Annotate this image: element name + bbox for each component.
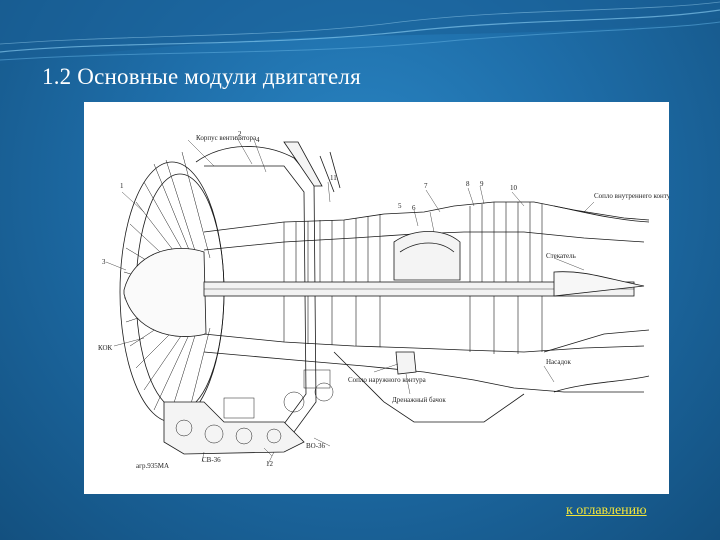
engine-drawing: Корпус вентилятора КОК Сопло внутреннего…: [98, 130, 669, 470]
label-n12: 12: [266, 460, 274, 468]
label-n3: 3: [102, 258, 106, 266]
label-n4: 4: [256, 136, 260, 144]
label-n9: 9: [480, 180, 484, 188]
drain-tank: [395, 351, 417, 375]
table-of-contents-link[interactable]: к оглавлению: [566, 503, 647, 518]
core-casing-bottom: [203, 333, 645, 353]
spinner-cone: [123, 248, 207, 337]
combustor: [393, 231, 461, 281]
label-unit-vo: ВО-36: [306, 442, 326, 450]
label-drain-tank: Дренажный бачок: [392, 396, 446, 404]
compressor-stages: [283, 214, 381, 347]
label-inner-nozzle: Сопло внутреннего контура: [594, 192, 669, 200]
inner-nozzle: [553, 205, 650, 223]
core-casing-top: [203, 201, 650, 233]
label-n6: 6: [412, 204, 416, 212]
label-n2: 2: [238, 130, 242, 138]
label-nozzle-attachment: Насадок: [546, 358, 572, 366]
label-unit-sv: СВ-36: [202, 456, 221, 464]
label-unit-agr: агр.935МА: [136, 462, 169, 470]
engine-cross-section-diagram: Корпус вентилятора КОК Сопло внутреннего…: [84, 102, 669, 494]
turbine-stages: [469, 202, 543, 354]
label-n10: 10: [510, 184, 518, 192]
tail-cone: [553, 271, 645, 297]
label-n11: 11: [330, 174, 337, 182]
label-n5: 5: [398, 202, 402, 210]
slide-title: 1.2 Основные модули двигателя: [42, 64, 361, 89]
label-tail-cone: Стекатель: [546, 252, 576, 260]
outer-nozzle: [333, 351, 525, 423]
accessory-gearbox: [163, 401, 305, 455]
label-n7: 7: [424, 182, 428, 190]
label-outer-nozzle: Сопло наружного контура: [348, 376, 427, 384]
nozzle-attachment: [553, 375, 650, 393]
label-n1: 1: [120, 182, 124, 190]
label-fan-case: Корпус вентилятора: [196, 134, 257, 142]
label-n8: 8: [466, 180, 470, 188]
label-cone: КОК: [98, 344, 113, 352]
decorative-wave-band: [0, 0, 720, 64]
